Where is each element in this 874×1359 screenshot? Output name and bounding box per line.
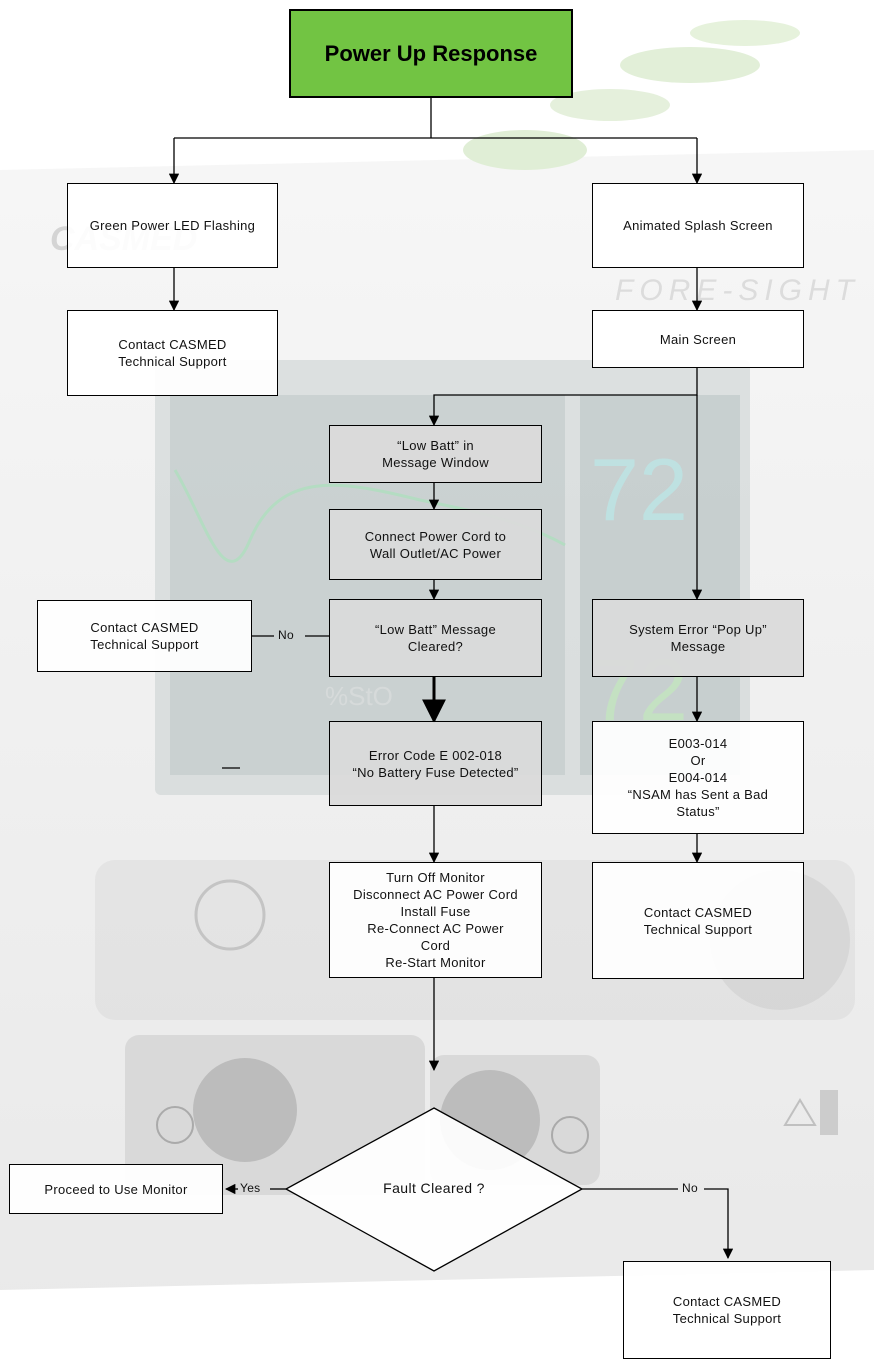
box-turn-off-monitor-steps: Turn Off Monitor Disconnect AC Power Cor… [329, 862, 542, 978]
box-low-batt-message: “Low Batt” in Message Window [329, 425, 542, 483]
box-contact-casmed-left-top: Contact CASMED Technical Support [67, 310, 278, 396]
svg-text:72: 72 [590, 440, 688, 539]
box-error-code-e002-018: Error Code E 002-018 “No Battery Fuse De… [329, 721, 542, 806]
box-contact-casmed-left-mid: Contact CASMED Technical Support [37, 600, 252, 672]
box-green-power-led-flashing: Green Power LED Flashing [67, 183, 278, 268]
title-power-up-response: Power Up Response [289, 9, 573, 98]
label-no-right: No [682, 1181, 698, 1195]
box-low-batt-cleared-question: “Low Batt” Message Cleared? [329, 599, 542, 677]
label-no-left: No [278, 628, 294, 642]
box-contact-casmed-bottom: Contact CASMED Technical Support [623, 1261, 831, 1359]
svg-text:FORE-SIGHT: FORE-SIGHT [615, 274, 860, 307]
box-proceed-to-use-monitor: Proceed to Use Monitor [9, 1164, 223, 1214]
box-system-error-pop-up: System Error “Pop Up” Message [592, 599, 804, 677]
decision-fault-cleared: Fault Cleared ? [383, 1180, 485, 1196]
box-e003-e004-nsam-bad-status: E003-014 Or E004-014 “NSAM has Sent a Ba… [592, 721, 804, 834]
box-main-screen: Main Screen [592, 310, 804, 368]
box-animated-splash-screen: Animated Splash Screen [592, 183, 804, 268]
box-contact-casmed-right-mid: Contact CASMED Technical Support [592, 862, 804, 979]
label-yes: Yes [240, 1181, 261, 1195]
svg-text:%StO: %StO [325, 681, 393, 711]
box-connect-power-cord: Connect Power Cord to Wall Outlet/AC Pow… [329, 509, 542, 580]
